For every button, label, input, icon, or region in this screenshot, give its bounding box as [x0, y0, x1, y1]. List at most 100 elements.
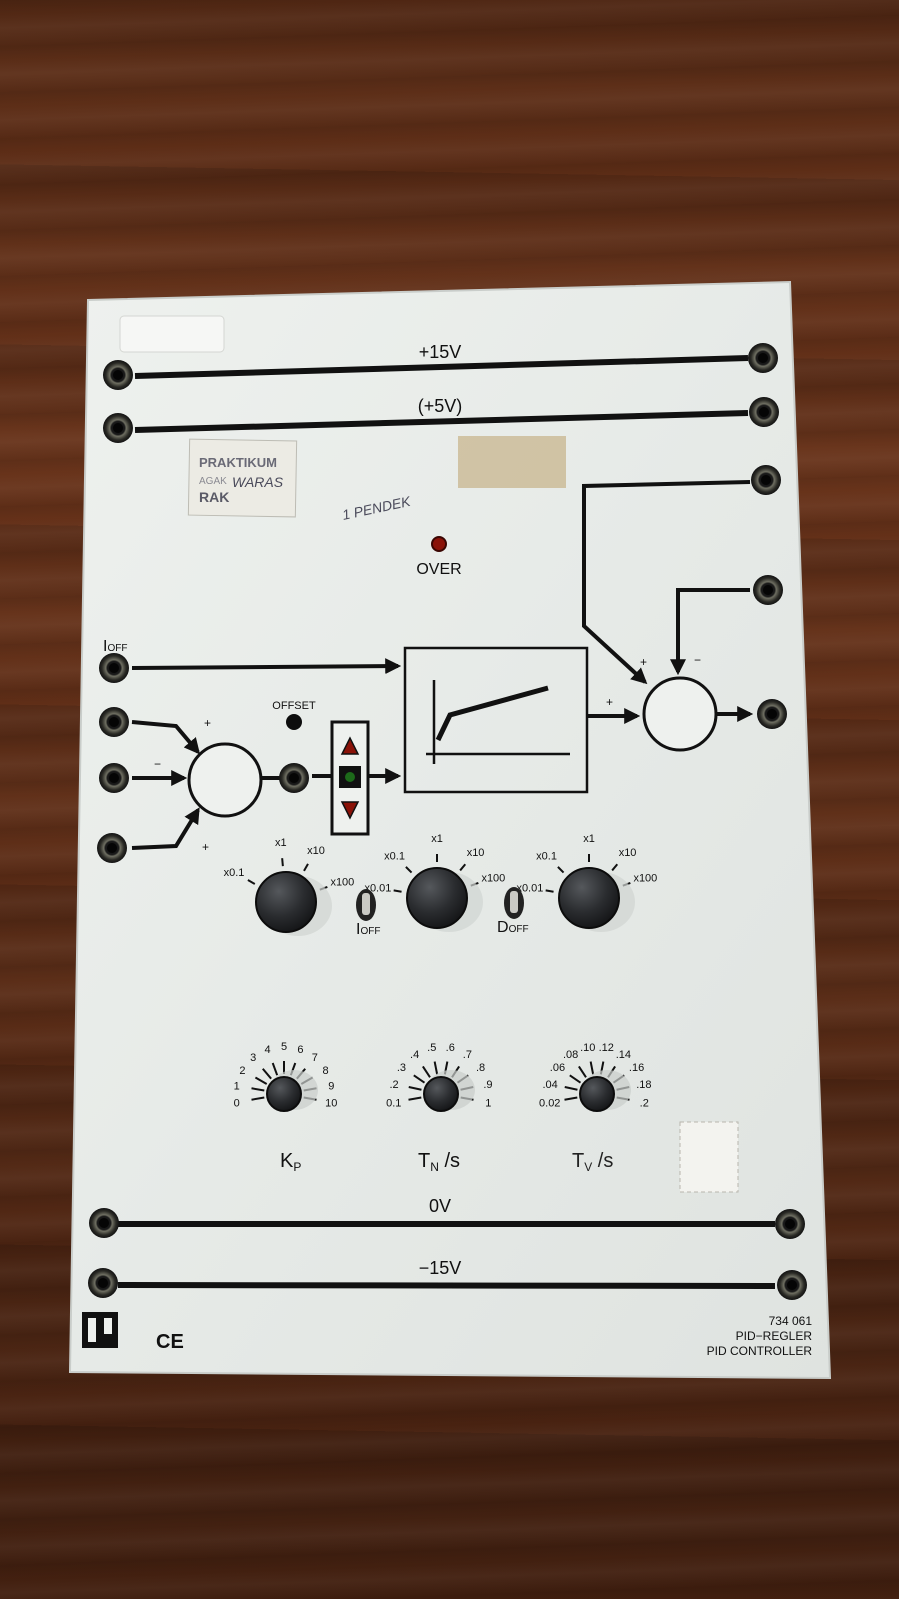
- kp-scale-mark: 10: [325, 1097, 337, 1109]
- kp-range-mark: x100: [330, 876, 354, 888]
- jack-input-1[interactable]: [99, 707, 129, 737]
- tn-scale-mark: .9: [483, 1079, 492, 1091]
- led-indicator-stack: [330, 720, 370, 836]
- tn-range-mark: x100: [481, 872, 505, 884]
- tn-dial-knob[interactable]: [423, 1076, 459, 1112]
- tn-scale-mark: .8: [476, 1062, 485, 1074]
- kp-scale-mark: 8: [323, 1065, 329, 1077]
- tn-scale-mark: .3: [397, 1062, 406, 1074]
- device-name-de: PID−REGLER: [736, 1329, 813, 1343]
- right-minus: −: [694, 653, 701, 667]
- kp-range-knob[interactable]: [255, 871, 317, 933]
- kp-scale-mark: 3: [250, 1052, 256, 1064]
- tv-dial[interactable]: 0.02.04.06.08.10.12.14.16.18.2: [539, 1042, 652, 1112]
- sticker-line-2: AGAK: [199, 476, 227, 487]
- rail-label-0v: 0V: [429, 1196, 451, 1216]
- model-number: 734 061: [769, 1314, 813, 1328]
- ce-mark: CE: [156, 1331, 184, 1353]
- kp-label: KP: [280, 1150, 301, 1174]
- kp-range-mark: x1: [275, 837, 287, 849]
- tn-scale-mark: .5: [427, 1042, 436, 1054]
- sticker-line-4: RAK: [199, 489, 229, 505]
- kp-scale-mark: 4: [265, 1044, 271, 1056]
- d-off-switch-label: DOFF: [497, 919, 529, 936]
- d-off-toggle[interactable]: [504, 887, 524, 919]
- tv-scale-mark: .06: [550, 1062, 565, 1074]
- tv-scale-mark: .08: [563, 1049, 578, 1061]
- tn-scale-mark: 1: [485, 1097, 491, 1109]
- tv-scale-mark: .10: [580, 1042, 595, 1054]
- over-label: OVER: [416, 561, 461, 578]
- tn-scale-mark: .7: [463, 1049, 472, 1061]
- kp-scale-mark: 2: [239, 1065, 245, 1077]
- sum-minus: −: [154, 757, 161, 771]
- i-off-toggle[interactable]: [356, 889, 376, 921]
- tn-dial[interactable]: 0.1.2.3.4.5.6.7.8.91: [386, 1042, 493, 1112]
- kp-scale-mark: 0: [234, 1097, 240, 1109]
- tn-range-mark: x0.1: [384, 851, 405, 863]
- tn-range-knob[interactable]: [406, 867, 468, 929]
- tv-range-mark: x0.01: [516, 883, 543, 895]
- tv-range-mark: x10: [619, 847, 637, 859]
- over-led: [431, 536, 447, 552]
- tv-range-knob[interactable]: [558, 867, 620, 929]
- worn-tape-patch: [458, 436, 566, 488]
- jack-minus15-right[interactable]: [777, 1270, 807, 1300]
- jack-plus5-left[interactable]: [103, 413, 133, 443]
- led-down-red: [340, 801, 360, 820]
- jack-group: [88, 343, 807, 1300]
- sticker-line-3: WARAS: [232, 474, 284, 490]
- manufacturer-logo: [82, 1312, 118, 1348]
- tn-scale-mark: .4: [410, 1049, 419, 1061]
- front-panel-plate: [68, 280, 832, 1380]
- tv-range-mark: x100: [633, 872, 657, 884]
- sticker-residue-lower: [679, 1121, 739, 1193]
- tv-scale-mark: .04: [542, 1079, 557, 1091]
- jack-0v-left[interactable]: [89, 1208, 119, 1238]
- jack-0v-right[interactable]: [775, 1209, 805, 1239]
- tn-scale-mark: .2: [389, 1079, 398, 1091]
- jack-output-top[interactable]: [751, 465, 781, 495]
- jack-input-2[interactable]: [99, 763, 129, 793]
- power-rails: +15V (+5V) 0V −15V: [117, 342, 776, 1289]
- kp-scale-mark: 6: [297, 1044, 303, 1056]
- tv-scale-mark: .2: [640, 1097, 649, 1109]
- rail-label-plus15v: +15V: [419, 342, 462, 362]
- jack-feedback-input[interactable]: [753, 575, 783, 605]
- kp-dial-knob[interactable]: [266, 1076, 302, 1112]
- tv-scale-mark: .18: [636, 1079, 651, 1091]
- block-diagram: [131, 480, 754, 850]
- jack-controller-output[interactable]: [757, 699, 787, 729]
- jack-input-3[interactable]: [97, 833, 127, 863]
- device-name-en: PID CONTROLLER: [707, 1344, 813, 1358]
- jack-error-output[interactable]: [279, 763, 309, 793]
- kp-scale-mark: 5: [281, 1041, 287, 1053]
- jack-plus15-right[interactable]: [748, 343, 778, 373]
- right-plus-left: +: [606, 695, 613, 709]
- jack-plus15-left[interactable]: [103, 360, 133, 390]
- range-knob-group: x0.1x1x10x100x0.01x0.1x1x10x100x0.01x0.1…: [224, 833, 657, 936]
- jack-plus5-right[interactable]: [749, 397, 779, 427]
- output-summing-junction: [642, 676, 718, 752]
- tv-scale-mark: .12: [599, 1042, 614, 1054]
- jack-minus15-left[interactable]: [88, 1268, 118, 1298]
- tv-scale-mark: .16: [629, 1062, 644, 1074]
- kp-scale-mark: 7: [312, 1052, 318, 1064]
- tn-scale-mark: .6: [446, 1042, 455, 1054]
- input-summing-junction: [187, 742, 263, 818]
- jack-i-off-input[interactable]: [99, 653, 129, 683]
- handwritten-label-sticker: PRAKTIKUM AGAK WARAS RAK: [187, 438, 298, 518]
- tv-label: TV /s: [572, 1150, 613, 1174]
- tn-range-mark: x1: [431, 833, 443, 845]
- integrator-block: [403, 646, 589, 794]
- offset-trimmer[interactable]: [286, 714, 302, 730]
- kp-range-mark: x0.1: [224, 867, 245, 879]
- kp-scale-mark: 9: [328, 1081, 334, 1093]
- i-off-switch-label: IOFF: [356, 921, 380, 938]
- tv-dial-knob[interactable]: [579, 1076, 615, 1112]
